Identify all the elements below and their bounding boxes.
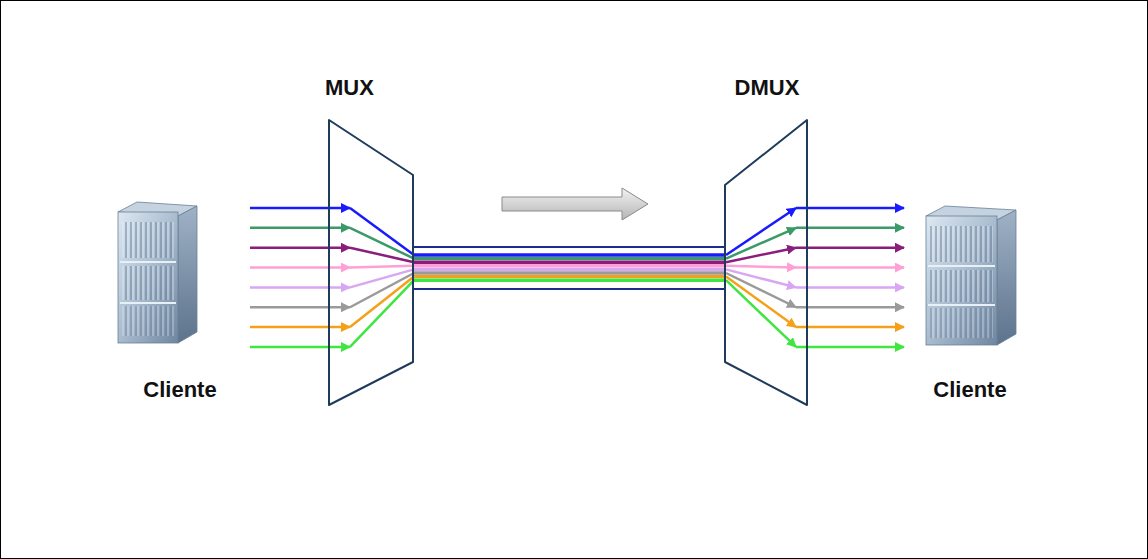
signal-line xyxy=(414,279,726,282)
signal-line xyxy=(726,277,796,328)
direction-arrow xyxy=(502,188,648,220)
trapezoid-outline xyxy=(722,75,812,410)
signal-line xyxy=(796,346,904,349)
signal-line xyxy=(414,288,726,290)
signal-line xyxy=(414,275,726,278)
signal-line xyxy=(796,286,904,289)
signal-line xyxy=(414,246,726,248)
client-label: Cliente xyxy=(143,377,216,403)
signal-line xyxy=(350,280,414,347)
signal-line xyxy=(414,271,726,274)
signal-line xyxy=(250,227,350,230)
signal-line xyxy=(796,227,904,230)
signal-connector xyxy=(414,247,726,289)
signal-line xyxy=(250,246,350,249)
trapezoid-outline xyxy=(329,120,413,405)
client-node: Cliente xyxy=(122,198,238,403)
signal-line xyxy=(414,257,726,260)
signal-connector xyxy=(250,208,414,347)
signal-line xyxy=(796,246,904,249)
signal-line xyxy=(250,346,350,349)
signal-line xyxy=(250,326,350,329)
signal-line xyxy=(796,266,904,269)
signal-line xyxy=(726,280,796,347)
device-label: DMUX xyxy=(722,75,812,101)
signal-line xyxy=(250,286,350,289)
signal-line xyxy=(350,248,414,263)
trapezoid-outline xyxy=(322,75,418,410)
signal-line xyxy=(250,306,350,309)
signal-line xyxy=(350,277,414,328)
server-icon xyxy=(926,206,1016,345)
signal-line xyxy=(796,306,904,309)
multiplexer-node: MUX xyxy=(322,75,418,410)
multiplexer-node: DMUX xyxy=(722,75,812,410)
signal-line xyxy=(250,266,350,269)
signal-line xyxy=(796,207,904,210)
signal-connector xyxy=(726,208,904,347)
signal-line xyxy=(414,261,726,264)
trapezoid-outline xyxy=(725,120,807,405)
signal-line xyxy=(796,326,904,329)
signal-line xyxy=(726,266,796,268)
device-label: MUX xyxy=(322,75,418,101)
signal-line xyxy=(350,266,414,268)
server-icon xyxy=(118,202,197,343)
signal-line xyxy=(250,207,350,210)
client-label: Cliente xyxy=(933,377,1006,403)
signal-line xyxy=(414,268,726,271)
signal-line xyxy=(726,248,796,263)
signal-line xyxy=(414,253,726,256)
signal-line xyxy=(414,264,726,267)
client-node: Cliente xyxy=(912,198,1028,403)
